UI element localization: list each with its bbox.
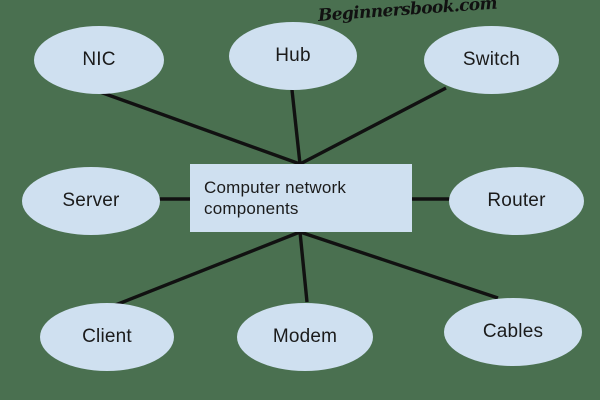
node-label-switch: Switch xyxy=(462,49,521,71)
node-label-client: Client xyxy=(82,326,132,348)
node-server[interactable]: Server xyxy=(22,167,160,235)
node-label-cables: Cables xyxy=(482,321,544,343)
node-modem[interactable]: Modem xyxy=(237,303,373,371)
node-label-router: Router xyxy=(487,190,546,212)
edge-hub-to-center-node xyxy=(290,89,302,165)
node-switch[interactable]: Switch xyxy=(424,26,559,94)
node-label-server: Server xyxy=(62,190,120,212)
node-label-nic: NIC xyxy=(82,49,116,71)
node-cables[interactable]: Cables xyxy=(444,298,582,366)
node-client[interactable]: Client xyxy=(40,303,174,371)
edge-modem-to-center-node xyxy=(298,231,309,303)
node-hub[interactable]: Hub xyxy=(229,22,357,90)
node-nic[interactable]: NIC xyxy=(34,26,164,94)
node-center-node[interactable]: Computer network components xyxy=(190,164,412,232)
edge-nic-to-center-node xyxy=(99,90,301,166)
node-label-hub: Hub xyxy=(275,45,311,67)
node-label-modem: Modem xyxy=(272,326,338,348)
edge-cables-to-center-node xyxy=(299,230,499,300)
edge-switch-to-center-node xyxy=(299,86,447,166)
node-router[interactable]: Router xyxy=(449,167,584,235)
edge-client-to-center-node xyxy=(112,230,301,308)
node-label-center-node: Computer network components xyxy=(204,177,347,218)
